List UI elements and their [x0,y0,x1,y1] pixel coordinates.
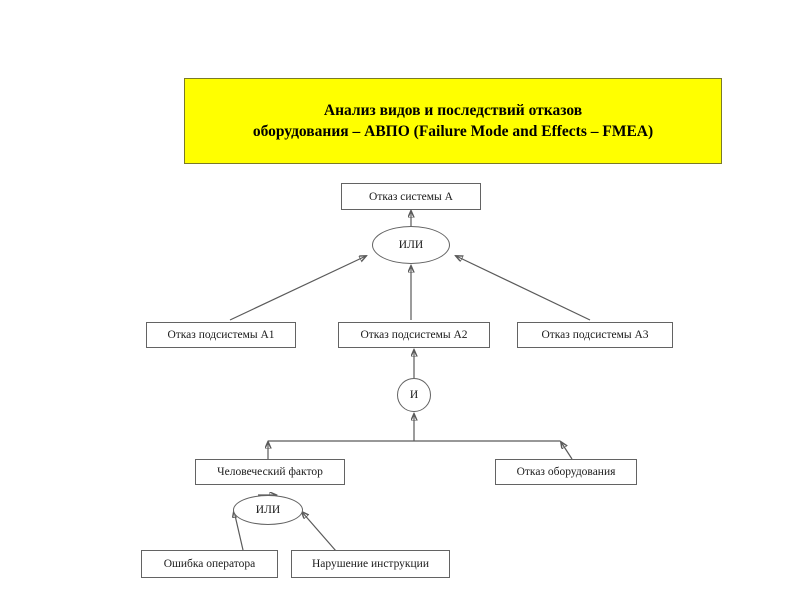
title-line-1: Анализ видов и последствий отказов [323,102,583,119]
node-instruction-violation[interactable]: Нарушение инструкции [291,550,450,578]
title-banner: Анализ видов и последствий отказов обору… [184,78,722,164]
gate-or-top[interactable]: ИЛИ [372,226,450,264]
node-equipment-failure[interactable]: Отказ оборудования [495,459,637,485]
gate-and[interactable]: И [397,378,431,412]
node-operator-error[interactable]: Ошибка оператора [141,550,278,578]
edge-a1-to-or [229,256,366,321]
node-subsystem-a3[interactable]: Отказ подсистемы А3 [517,322,673,348]
node-system-failure[interactable]: Отказ системы А [341,183,481,210]
node-subsystem-a1[interactable]: Отказ подсистемы А1 [146,322,296,348]
edge-bus-to-equipment [561,442,573,460]
edge-a3-to-or [456,256,591,321]
node-human-factor[interactable]: Человеческий фактор [195,459,345,485]
node-subsystem-a2[interactable]: Отказ подсистемы А2 [338,322,490,348]
title-line-2: оборудования – АВПО (Failure Mode and Ef… [252,123,654,140]
edge-instr-to-or [302,512,337,552]
page-title: Анализ видов и последствий отказов обору… [185,100,721,142]
gate-or-bottom[interactable]: ИЛИ [233,495,303,525]
